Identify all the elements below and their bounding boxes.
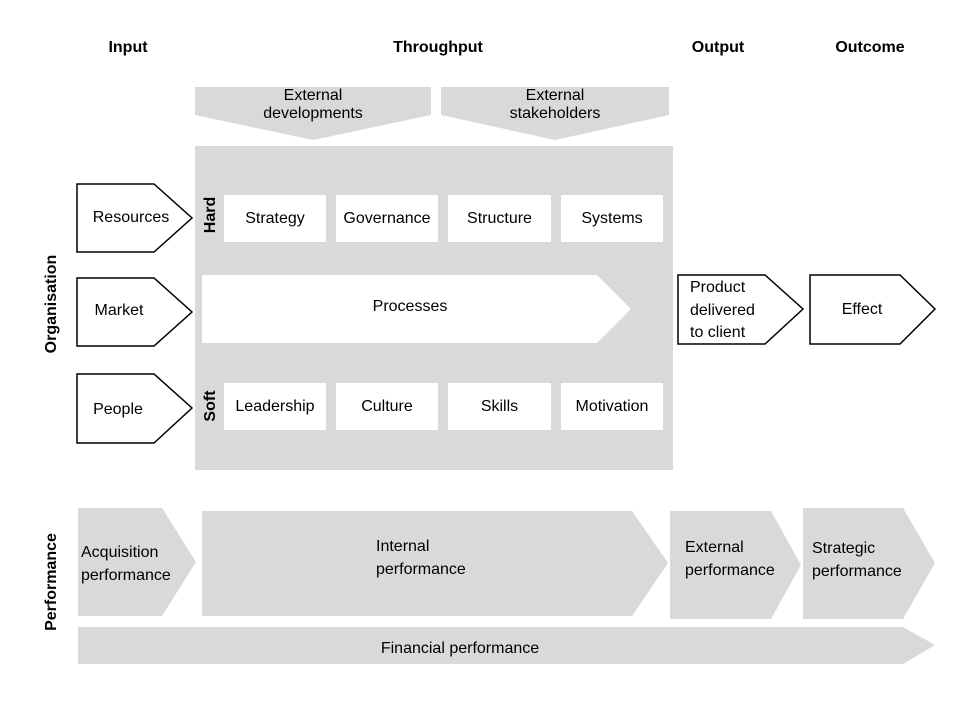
column-header-output: Output (691, 39, 745, 56)
row-label-performance: Performance (43, 533, 60, 631)
input-resources-label: Resources (92, 209, 170, 226)
strategic-arrow (803, 508, 935, 619)
internal-label-1: Internal (376, 538, 430, 555)
hard-element-structure: Structure (448, 195, 551, 242)
column-header-outcome: Outcome (835, 39, 905, 56)
people-shape (76, 373, 194, 444)
external-developments-shape (195, 87, 431, 140)
external-stakeholders-label-2: stakeholders (509, 105, 601, 122)
soft-element-leadership: Leadership (224, 383, 326, 430)
hard-element-strategy: Strategy (224, 195, 326, 242)
strategic-label-2: performance (812, 563, 902, 580)
processes-arrow (202, 275, 631, 343)
financial-arrow (78, 627, 935, 664)
external-perf-label-2: performance (685, 562, 775, 579)
input-people-label: People (93, 401, 143, 418)
financial-label: Financial performance (380, 640, 540, 657)
external-developments-label-2: developments (263, 105, 363, 122)
hard-label: Hard (202, 196, 219, 234)
external-perf-arrow (670, 511, 801, 619)
external-stakeholders-label-1: External (525, 87, 585, 104)
external-stakeholders-shape (441, 87, 669, 140)
market-shape (76, 277, 194, 347)
output-label-3: to client (690, 324, 746, 341)
row-label-organisation: Organisation (43, 254, 60, 354)
external-perf-label-1: External (685, 539, 744, 556)
effect-label: Effect (841, 301, 883, 318)
soft-label: Soft (202, 390, 219, 422)
column-header-throughput: Throughput (393, 39, 483, 56)
output-label-1: Product (690, 279, 746, 296)
resources-shape (76, 183, 194, 253)
column-header-input: Input (108, 39, 148, 56)
processes-label: Processes (372, 298, 448, 315)
soft-element-culture: Culture (336, 383, 438, 430)
acquisition-label-1: Acquisition (81, 544, 159, 561)
internal-arrow (202, 511, 668, 616)
strategic-label-1: Strategic (812, 540, 876, 557)
soft-element-skills: Skills (448, 383, 551, 430)
hard-element-governance: Governance (336, 195, 438, 242)
acquisition-label-2: performance (81, 567, 171, 584)
internal-label-2: performance (376, 561, 466, 578)
external-developments-label-1: External (283, 87, 343, 104)
output-label-2: delivered (690, 302, 755, 319)
acquisition-arrow (78, 508, 196, 616)
soft-element-motivation: Motivation (561, 383, 663, 430)
effect-shape (809, 274, 937, 345)
output-shape (677, 274, 805, 345)
hard-element-systems: Systems (561, 195, 663, 242)
input-market-label: Market (94, 302, 144, 319)
